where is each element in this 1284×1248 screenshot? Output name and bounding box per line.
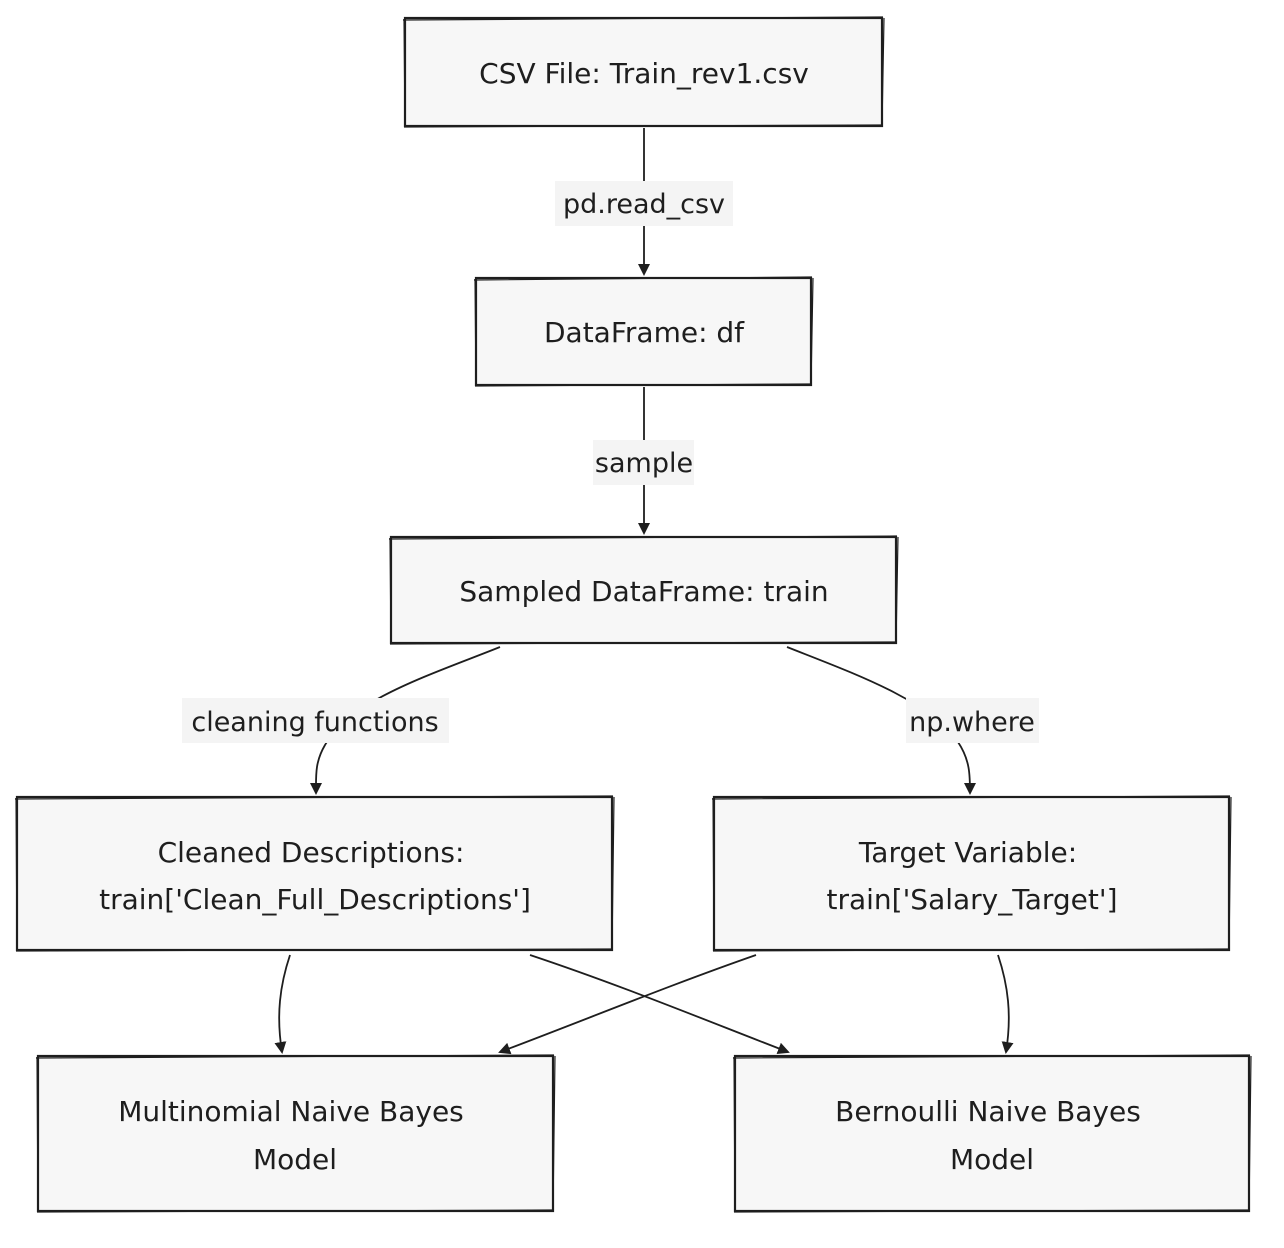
edge-cleaning: cleaning functions xyxy=(182,646,501,795)
edge-read-csv-label: pd.read_csv xyxy=(563,189,725,220)
node-sampled: Sampled DataFrame: train xyxy=(388,535,899,645)
node-dataframe: DataFrame: df xyxy=(473,276,814,387)
node-bernoulli: Bernoulli Naive Bayes Model xyxy=(732,1054,1252,1213)
node-target-label-line2: train['Salary_Target'] xyxy=(827,883,1118,916)
node-cleaned-label-line2: train['Clean_Full_Descriptions'] xyxy=(99,883,531,916)
node-multinomial: Multinomial Naive Bayes Model xyxy=(35,1054,556,1213)
node-multinomial-label-line2: Model xyxy=(253,1143,337,1176)
node-cleaned: Cleaned Descriptions: train['Clean_Full_… xyxy=(14,795,615,952)
node-bernoulli-label-line1: Bernoulli Naive Bayes xyxy=(835,1095,1141,1128)
edge-where-label: np.where xyxy=(909,707,1035,738)
edge-where-label-bg xyxy=(906,698,1039,743)
node-csv-file: CSV File: Train_rev1.csv xyxy=(402,16,885,128)
edge-where: np.where xyxy=(786,646,1039,795)
edge-sample-label: sample xyxy=(595,448,693,479)
edge-cleaned-to-bernoulli xyxy=(529,954,790,1054)
node-sampled-label: Sampled DataFrame: train xyxy=(459,575,828,608)
edge-cleaning-label: cleaning functions xyxy=(191,707,438,738)
edge-sample: sample xyxy=(593,387,694,535)
edge-target-to-multinomial xyxy=(498,954,757,1055)
edge-read-csv-label-bg xyxy=(555,181,733,226)
edge-read-csv: pd.read_csv xyxy=(555,128,733,276)
edge-cleaning-label-bg xyxy=(182,698,449,743)
node-multinomial-label-line1: Multinomial Naive Bayes xyxy=(118,1095,464,1128)
edge-target-to-bernoulli xyxy=(997,954,1014,1054)
node-dataframe-label: DataFrame: df xyxy=(544,316,745,349)
node-target-label-line1: Target Variable: xyxy=(858,836,1077,869)
node-cleaned-label-line1: Cleaned Descriptions: xyxy=(158,836,465,869)
node-csv-file-label: CSV File: Train_rev1.csv xyxy=(479,57,809,90)
edge-cleaned-to-multinomial xyxy=(274,954,291,1054)
edge-sample-label-bg xyxy=(593,440,694,485)
node-target: Target Variable: train['Salary_Target'] xyxy=(711,795,1232,952)
node-bernoulli-label-line2: Model xyxy=(950,1143,1034,1176)
